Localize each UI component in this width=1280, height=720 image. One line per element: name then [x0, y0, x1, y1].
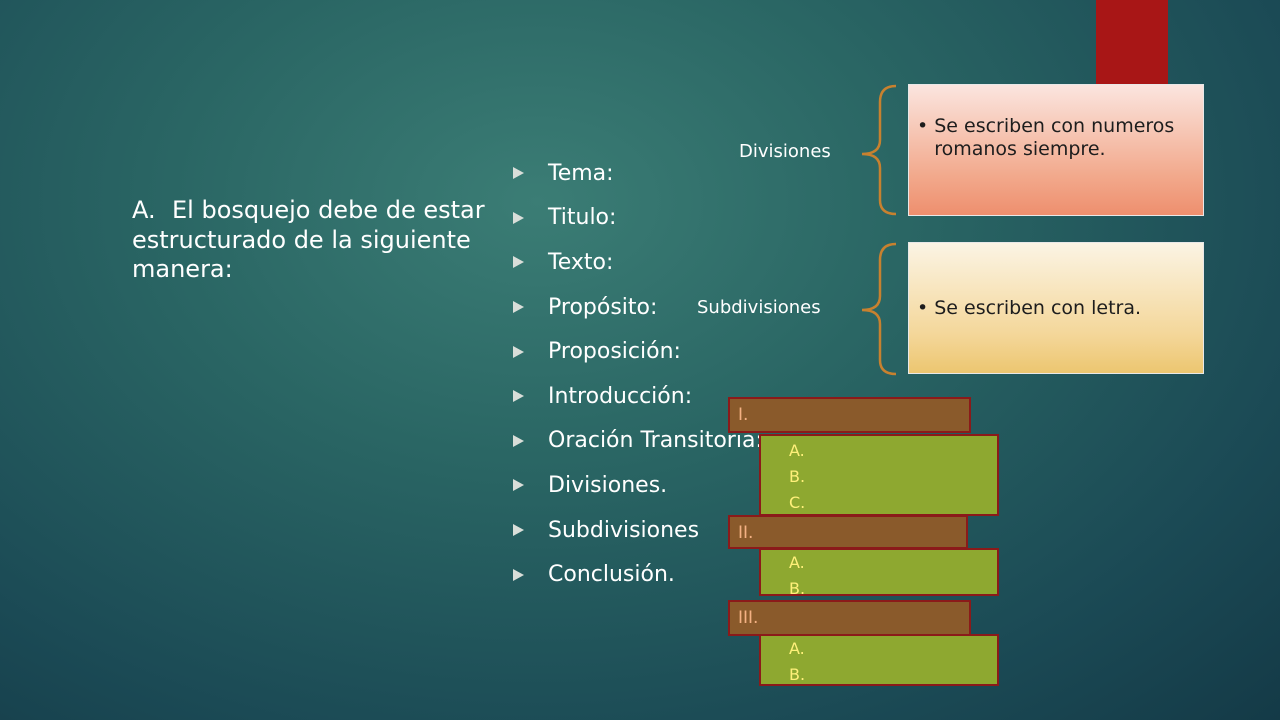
section-i-numeral-block: I. — [728, 397, 971, 433]
list-item: Tema: — [513, 151, 763, 196]
list-item: Introducción: — [513, 374, 763, 419]
list-item-label: Divisiones. — [548, 472, 668, 498]
arrow-bullet-icon — [513, 524, 524, 537]
sub-letter: A. — [789, 553, 805, 572]
sub-letter: B. — [789, 665, 806, 684]
intro-body: El bosquejo debe de estar estructurado d… — [132, 196, 485, 284]
bullet-dot-icon: • — [917, 296, 929, 319]
list-item-label: Texto: — [548, 249, 614, 275]
divisiones-info-text: Se escriben con numeros romanos siempre. — [934, 115, 1175, 160]
list-item-label: Oración Transitoria: — [548, 428, 763, 454]
intro-text: A.El bosquejo debe de estar estructurado… — [132, 196, 492, 285]
sub-letter: A. — [789, 639, 805, 658]
brackets-graphic — [861, 84, 897, 376]
subdivisiones-bracket — [861, 242, 897, 376]
divisiones-info-box: • Se escriben con numeros romanos siempr… — [908, 84, 1204, 216]
list-item-label: Conclusión. — [548, 562, 675, 588]
bullet-dot-icon: • — [917, 115, 929, 137]
arrow-bullet-icon — [513, 479, 524, 492]
list-item-label: Proposición: — [548, 339, 681, 365]
outline-elements-list: Tema: Titulo: Texto: Propósito: Proposic… — [513, 151, 763, 597]
section-ii-letters-block: A. B. — [759, 548, 999, 596]
list-item-label: Introducción: — [548, 383, 693, 409]
list-item: Proposición: — [513, 329, 763, 374]
roman-numeral: I. — [738, 405, 749, 425]
list-item: Conclusión. — [513, 552, 763, 597]
list-item: Propósito: — [513, 285, 763, 330]
divisiones-bracket — [861, 84, 897, 216]
intro-letter: A. — [132, 196, 156, 224]
sub-letter: A. — [789, 441, 805, 460]
roman-numeral: II. — [738, 523, 754, 543]
subdivisiones-label: Subdivisiones — [697, 297, 821, 318]
subdivisiones-info-box: • Se escriben con letra. — [908, 242, 1204, 374]
list-item: Subdivisiones — [513, 508, 763, 553]
section-iii-letters-block: A. B. — [759, 634, 999, 686]
list-item-label: Subdivisiones — [548, 517, 700, 543]
arrow-bullet-icon — [513, 167, 524, 180]
arrow-bullet-icon — [513, 345, 524, 358]
list-item-label: Tema: — [548, 160, 614, 186]
list-item: Titulo: — [513, 196, 763, 241]
roman-numeral: III. — [738, 608, 759, 628]
list-item: Oración Transitoria: — [513, 419, 763, 464]
list-item-label: Propósito: — [548, 294, 658, 320]
list-item-label: Titulo: — [548, 205, 617, 231]
arrow-bullet-icon — [513, 211, 524, 224]
list-item: Divisiones. — [513, 463, 763, 508]
divisiones-label: Divisiones — [739, 141, 831, 162]
arrow-bullet-icon — [513, 434, 524, 447]
arrow-bullet-icon — [513, 390, 524, 403]
section-i-letters-block: A. B. C. — [759, 434, 999, 516]
sub-letter: B. — [789, 579, 806, 596]
sub-letter: B. — [789, 467, 806, 486]
arrow-bullet-icon — [513, 301, 524, 314]
section-iii-numeral-block: III. — [728, 600, 971, 636]
sub-letter: C. — [789, 493, 806, 512]
arrow-bullet-icon — [513, 568, 524, 581]
section-ii-numeral-block: II. — [728, 515, 968, 549]
red-accent-bar — [1096, 0, 1168, 86]
list-item: Texto: — [513, 240, 763, 285]
arrow-bullet-icon — [513, 256, 524, 269]
subdivisiones-info-text: Se escriben con letra. — [934, 296, 1142, 319]
